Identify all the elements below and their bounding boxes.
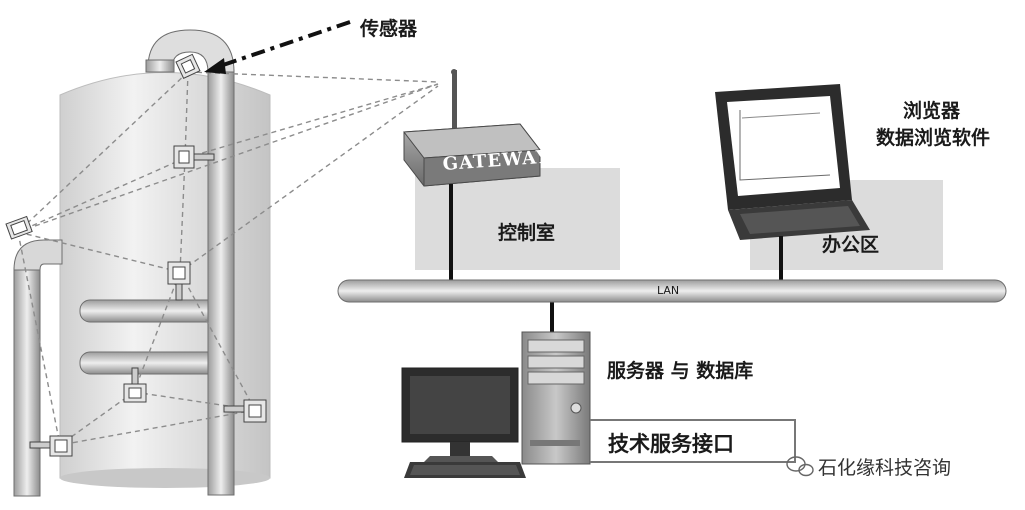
sensor-low-right: [223, 399, 267, 423]
watermark-text: 石化缘科技咨询: [818, 457, 952, 479]
tech-interface-bracket: [590, 419, 796, 463]
office-label: 办公区: [822, 234, 880, 256]
keyboard: [404, 462, 526, 478]
gateway-device: [403, 69, 541, 187]
server-tower: [521, 331, 591, 465]
control-room-label: 控制室: [498, 222, 556, 244]
wechat-icon: [786, 456, 814, 477]
horizontal-pipes: [79, 299, 221, 375]
lan-connectors: [449, 184, 783, 332]
wireless-links: [17, 71, 439, 446]
browser-software-label: 数据浏览软件: [876, 127, 991, 149]
sensor-nodes: [5, 53, 267, 457]
server-db-label: 服务器 与 数据库: [607, 360, 754, 382]
browser-label: 浏览器: [903, 100, 961, 122]
sensor-middle: [167, 261, 191, 301]
sensor-pointer-arrow: [204, 20, 351, 74]
sensor-upper: [173, 145, 215, 169]
sensor-left: [5, 215, 33, 240]
tech-interface-label: 技术服务接口: [608, 432, 734, 456]
sensor-bottom-left: [29, 435, 73, 457]
left-side-pipe: [13, 239, 63, 497]
main-vertical-pipe: [145, 29, 235, 496]
sensor-low-center: [123, 367, 147, 403]
lan-bus: [337, 279, 1007, 303]
monitor: [401, 367, 519, 462]
sensor-top: [175, 53, 201, 79]
laptop: [715, 84, 870, 240]
lan-label: LAN: [657, 284, 680, 297]
sensor-label: 传感器: [360, 18, 418, 40]
